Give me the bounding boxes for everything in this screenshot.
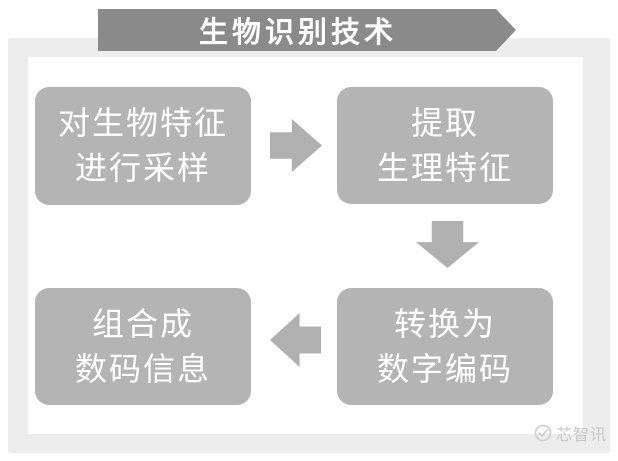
- step-box-sampling: 对生物特征 进行采样: [35, 87, 251, 205]
- step-box-combine-info: 组合成 数码信息: [35, 288, 251, 405]
- watermark-text: 芯智讯: [556, 427, 608, 444]
- step-box-convert-encoding: 转换为 数字编码: [337, 288, 553, 405]
- xinzhixun-logo-icon: [534, 424, 552, 442]
- step-text-line: 生理特征: [376, 149, 513, 186]
- title-banner: 生物识别技术: [98, 9, 516, 51]
- step-box-extract-features: 提取 生理特征: [337, 87, 553, 204]
- step-text-line: 转换为: [393, 305, 496, 342]
- diagram-title: 生物识别技术: [198, 17, 397, 49]
- step-text-line: 对生物特征: [57, 105, 228, 141]
- step-text-line: 进行采样: [74, 150, 211, 186]
- step-text-line: 数码信息: [74, 350, 211, 387]
- watermark: 芯智讯: [534, 421, 607, 445]
- step-text-line: 组合成: [91, 305, 194, 342]
- step-text-line: 提取: [410, 104, 479, 141]
- step-text-line: 数字编码: [376, 350, 513, 387]
